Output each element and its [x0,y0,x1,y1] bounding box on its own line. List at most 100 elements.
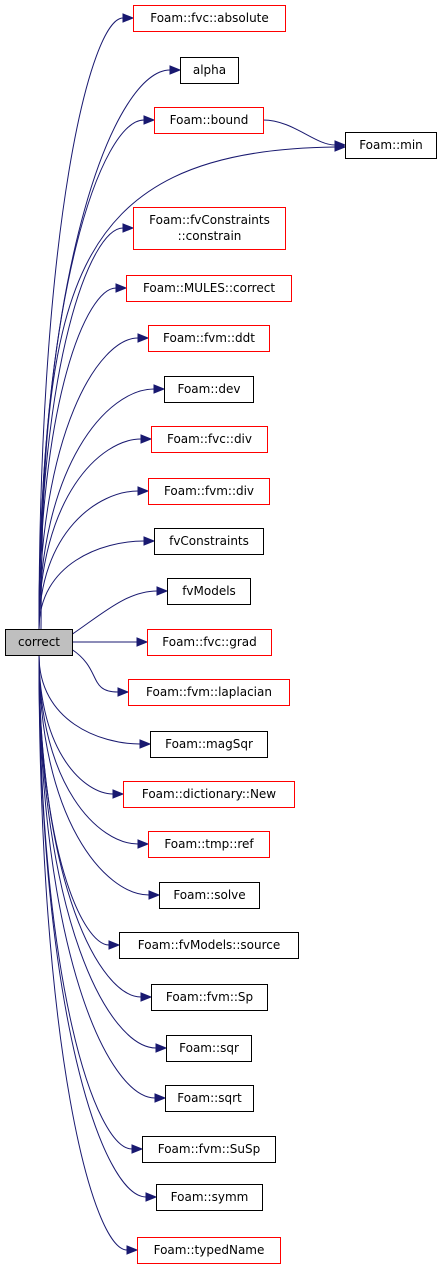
node-label: Foam::typedName [154,1243,265,1257]
arrowhead-fvConstraints [143,536,156,546]
node-label: Foam::fvm::Sp [166,990,253,1004]
node-box [128,679,290,706]
arrowhead-fvConstraints_constrain [122,223,135,233]
node-magSqr[interactable]: Foam::magSqr [150,731,268,758]
node-box [345,132,437,159]
arrowhead-magSqr [139,739,152,749]
edge-correct-to-sqr [38,654,157,1049]
node-box [154,107,264,134]
node-fvModels_source[interactable]: Foam::fvModels::source [119,932,299,959]
node-box [180,57,239,84]
node-box [126,275,292,302]
edge-correct-to-fvm_div [38,490,139,630]
node-correct[interactable]: correct [5,629,73,656]
arrowhead-solve [148,890,161,900]
node-label: Foam::symm [171,1190,249,1204]
node-box [119,932,299,959]
edge-correct-to-sqrt [38,654,156,1099]
node-mules_correct[interactable]: Foam::MULES::correct [126,275,292,302]
edge-correct-to-bound [38,119,145,630]
node-box [142,1136,276,1163]
edge-layer [38,13,347,1255]
arrowhead-typedName [126,1245,139,1255]
node-dev[interactable]: Foam::dev [164,376,254,403]
node-sqrt[interactable]: Foam::sqrt [165,1085,254,1112]
node-box [166,1035,252,1062]
edge-correct-to-fvModels [71,590,158,635]
edge-correct-to-dev [38,388,155,630]
arrowhead-fvm_div [137,486,150,496]
node-box [137,1237,281,1264]
node-label: correct [18,635,60,649]
arrowhead-fvm_sp [140,992,153,1002]
node-symm[interactable]: Foam::symm [156,1184,263,1211]
node-label: alpha [193,63,226,77]
node-solve[interactable]: Foam::solve [159,882,260,909]
node-label: Foam::bound [170,113,249,127]
arrowhead-alpha [169,65,182,75]
node-box [148,831,270,858]
node-fvc_grad[interactable]: Foam::fvc::grad [147,629,272,656]
edge-correct-to-solve [38,654,150,896]
node-label: Foam::tmp::ref [164,837,254,851]
node-fvm_laplacian[interactable]: Foam::fvm::laplacian [128,679,290,706]
node-fvc_div[interactable]: Foam::fvc::div [151,426,268,453]
node-box [154,528,264,555]
node-fvc_absolute[interactable]: Foam::fvc::absolute [133,5,286,32]
node-fvm_susp[interactable]: Foam::fvm::SuSp [142,1136,276,1163]
node-label: Foam::fvm::ddt [163,331,255,345]
node-label: Foam::sqr [179,1041,239,1055]
edge-correct-to-mules_correct [38,287,117,630]
node-label: Foam::min [359,138,423,152]
arrowhead-dictionary_new [112,789,125,799]
edge-correct-to-fvc_div [38,438,142,630]
arrowhead-fvc_absolute [122,13,135,23]
node-fvModels[interactable]: fvModels [167,578,251,605]
node-fvm_sp[interactable]: Foam::fvm::Sp [151,984,268,1011]
arrowhead-sqrt [154,1093,167,1103]
node-label: Foam::solve [173,888,245,902]
node-fvm_ddt[interactable]: Foam::fvm::ddt [148,325,270,352]
node-box [148,478,270,505]
node-box [148,325,270,352]
node-label: Foam::fvc::absolute [150,11,269,25]
node-box [159,882,260,909]
node-box [165,1085,254,1112]
node-box [147,629,272,656]
node-box [151,426,268,453]
node-box [151,984,268,1011]
node-label: Foam::dictionary::New [142,787,276,801]
node-typedName[interactable]: Foam::typedName [137,1237,281,1264]
node-fvConstraints_constrain[interactable]: Foam::fvConstraints::constrain [133,207,286,250]
node-bound[interactable]: Foam::bound [154,107,264,134]
arrowhead-symm [145,1192,158,1202]
node-dictionary_new[interactable]: Foam::dictionary::New [123,781,295,808]
node-box [156,1184,263,1211]
node-sqr[interactable]: Foam::sqr [166,1035,252,1062]
arrowhead-fvModels_source [108,940,121,950]
node-fvm_div[interactable]: Foam::fvm::div [148,478,270,505]
edge-correct-to-tmp_ref [38,654,139,845]
node-label: Foam::fvm::laplacian [146,685,272,699]
node-alpha[interactable]: alpha [180,57,239,84]
node-label: Foam::fvm::div [164,484,254,498]
arrowhead-fvc_div [140,434,153,444]
edge-correct-to-typedName [38,654,128,1251]
node-label: Foam::magSqr [165,737,253,751]
edge-correct-to-fvConstraints_constrain [38,227,124,630]
node-min[interactable]: Foam::min [345,132,437,159]
node-box [123,781,295,808]
node-label: Foam::fvModels::source [138,938,281,952]
node-label: Foam::fvm::SuSp [158,1142,261,1156]
edge-bound-to-min [262,119,336,146]
node-box [164,376,254,403]
node-fvConstraints[interactable]: fvConstraints [154,528,264,555]
arrowhead-fvm_susp [131,1144,144,1154]
node-box [5,629,73,656]
edge-correct-to-fvm_susp [38,654,133,1150]
arrowhead-sqr [155,1043,168,1053]
edge-correct-to-fvm_laplacian [71,649,119,693]
node-label: ::constrain [178,229,242,243]
node-tmp_ref[interactable]: Foam::tmp::ref [148,831,270,858]
